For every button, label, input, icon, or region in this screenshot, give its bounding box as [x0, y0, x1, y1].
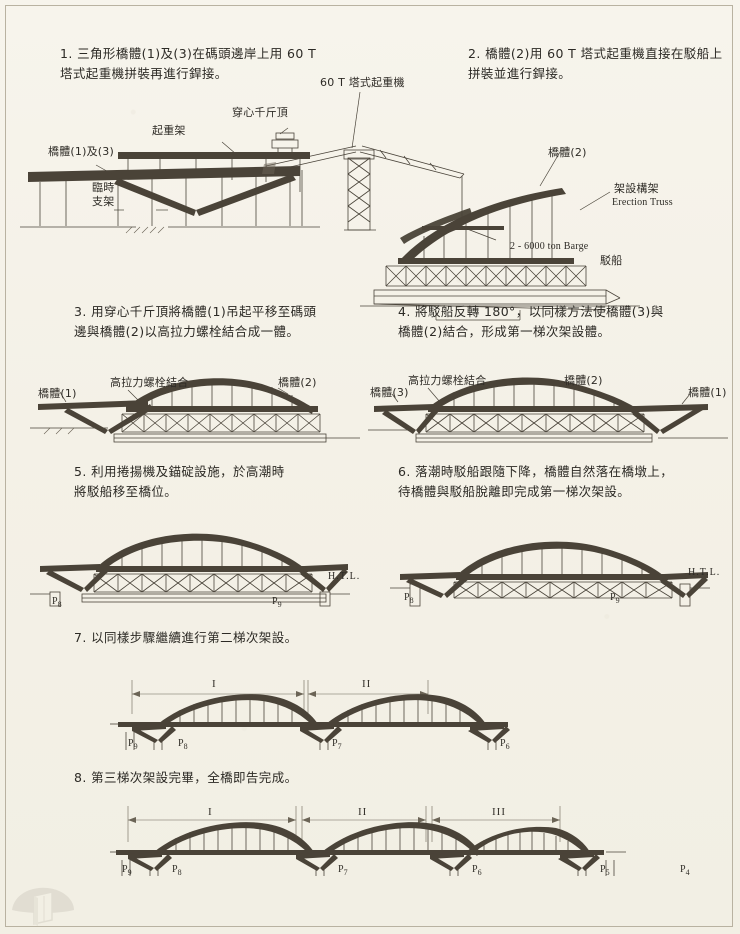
pier-number: 9 — [277, 600, 282, 609]
pier-letter: P — [610, 592, 616, 603]
label-erection-truss-en: Erection Truss — [612, 197, 673, 208]
step-7-caption: 7. 以同樣步驟繼續進行第二梯次架設。 — [74, 628, 474, 648]
pier-number: 6 — [505, 742, 510, 751]
pier-number: 8 — [409, 596, 414, 605]
step8-pier-p9: P9 — [122, 864, 132, 877]
label-tower-crane: 60 T 塔式起重機 — [320, 76, 405, 89]
step-5-caption: 5. 利用捲揚機及錨碇設施，於高潮時 將駁船移至橋位。 — [74, 462, 364, 502]
step-8-text: 第三梯次架設完畢，全橋即告完成。 — [91, 770, 298, 785]
step-5-text: 利用捲揚機及錨碇設施，於高潮時 將駁船移至橋位。 — [74, 464, 285, 499]
step-7-text: 以同樣步驟繼續進行第二梯次架設。 — [91, 630, 298, 645]
step8-pier-p7: P7 — [338, 864, 348, 877]
pier-number: 9 — [127, 868, 132, 877]
step-7-diagram — [110, 680, 510, 750]
label-body-1-and-3: 橋體(1)及(3) — [48, 145, 114, 158]
step3-label-bolt-joint: 高拉力螺栓結合 — [110, 376, 189, 389]
label-barge-zh: 駁船 — [600, 254, 623, 267]
label-lifting-frame: 起重架 — [152, 124, 186, 137]
step5-pier-p9: P9 — [272, 596, 282, 609]
step7-span-I: I — [212, 678, 217, 690]
step-4-text: 將駁船反轉 180°，以同樣方法使橋體(3)與 橋體(2)結合，形成第一梯次架設… — [398, 304, 664, 339]
step-5-number: 5. — [74, 464, 87, 479]
pier-letter: P — [500, 738, 506, 749]
pier-number: 6 — [477, 868, 482, 877]
step-8-diagram — [110, 806, 626, 876]
pier-letter: P — [272, 596, 278, 607]
pier-letter: P — [122, 864, 128, 875]
step8-span-III: III — [492, 806, 506, 818]
step-6-caption: 6. 落潮時駁船跟隨下降，橋體自然落在橋墩上， 待橋體與駁船脫離即完成第一梯次架… — [398, 462, 708, 502]
pier-letter: P — [404, 592, 410, 603]
step-1-caption: 1. 三角形橋體(1)及(3)在碼頭邊岸上用 60 T 塔式起重機拼裝再進行銲接… — [60, 44, 340, 84]
step8-pier-p6: P6 — [472, 864, 482, 877]
pier-letter: P — [332, 738, 338, 749]
step8-span-I: I — [208, 806, 213, 818]
label-temporary-support: 臨時 支架 — [92, 181, 115, 208]
book-logo-watermark — [12, 887, 74, 926]
step-3-number: 3. — [74, 304, 87, 319]
pier-number: 7 — [343, 868, 348, 877]
step3-label-body-2: 橋體(2) — [278, 376, 317, 389]
step3-label-body-1: 橋體(1) — [38, 387, 77, 400]
step-1-number: 1. — [60, 46, 73, 61]
step8-pier-p5: P5 — [600, 864, 610, 877]
step4-label-body-1: 橋體(1) — [688, 386, 727, 399]
step-6-number: 6. — [398, 464, 411, 479]
pier-letter: P — [600, 864, 606, 875]
step4-label-body-3: 橋體(3) — [370, 386, 409, 399]
label-center-hole-jack: 穿心千斤頂 — [232, 106, 288, 119]
pier-number: 8 — [177, 868, 182, 877]
step8-pier-p8: P8 — [172, 864, 182, 877]
label-erection-truss-zh: 架設構架 — [614, 182, 659, 195]
step6-pier-p8: P8 — [404, 592, 414, 605]
step7-pier-p6: P6 — [500, 738, 510, 751]
step4-label-body-2: 橋體(2) — [564, 374, 603, 387]
step8-pier-p4: P4 — [680, 864, 690, 877]
step-1-text: 三角形橋體(1)及(3)在碼頭邊岸上用 60 T 塔式起重機拼裝再進行銲接。 — [60, 46, 317, 81]
label-body-2: 橋體(2) — [548, 146, 587, 159]
step-8-number: 8. — [74, 770, 87, 785]
step-7-number: 7. — [74, 630, 87, 645]
pier-number: 8 — [183, 742, 188, 751]
step-3-text: 用穿心千斤頂將橋體(1)吊起平移至碼頭 邊與橋體(2)以高拉力螺栓結合成一體。 — [74, 304, 317, 339]
pier-letter: P — [172, 864, 178, 875]
step5-pier-p8: P8 — [52, 596, 62, 609]
step6-pier-p9: P9 — [610, 592, 620, 605]
step-2-caption: 2. 橋體(2)用 60 T 塔式起重機直接在駁船上 拼裝並進行銲接。 — [468, 44, 738, 84]
pier-letter: P — [178, 738, 184, 749]
pier-letter: P — [472, 864, 478, 875]
label-barge-tonnage: 2 - 6000 ton Barge — [510, 241, 589, 252]
step-4-caption: 4. 將駁船反轉 180°，以同樣方法使橋體(3)與 橋體(2)結合，形成第一梯… — [398, 302, 698, 342]
pier-letter: P — [338, 864, 344, 875]
pier-number: 4 — [685, 868, 690, 877]
step7-pier-p7: P7 — [332, 738, 342, 751]
step-6-text: 落潮時駁船跟隨下降，橋體自然落在橋墩上， 待橋體與駁船脫離即完成第一梯次架設。 — [398, 464, 674, 499]
pier-number: 8 — [57, 600, 62, 609]
pier-number: 7 — [337, 742, 342, 751]
step-8-caption: 8. 第三梯次架設完畢，全橋即告完成。 — [74, 768, 474, 788]
step-5-diagram — [30, 533, 350, 607]
step5-label-htl: H.T.L. — [328, 571, 361, 582]
step7-span-II: II — [362, 678, 372, 690]
step-2-number: 2. — [468, 46, 481, 61]
step7-pier-p8: P8 — [178, 738, 188, 751]
step-4-number: 4. — [398, 304, 411, 319]
step-3-caption: 3. 用穿心千斤頂將橋體(1)吊起平移至碼頭 邊與橋體(2)以高拉力螺栓結合成一… — [74, 302, 364, 342]
step-4-diagram — [368, 377, 728, 443]
step8-span-II: II — [358, 806, 368, 818]
step-3-diagram — [30, 378, 360, 443]
step-1-2-diagram — [20, 91, 640, 321]
pier-number: 9 — [133, 742, 138, 751]
step-2-text: 橋體(2)用 60 T 塔式起重機直接在駁船上 拼裝並進行銲接。 — [468, 46, 723, 81]
pier-letter: P — [128, 738, 134, 749]
pier-number: 5 — [605, 868, 610, 877]
step6-label-htl: H.T.L. — [688, 567, 721, 578]
pier-letter: P — [52, 596, 58, 607]
pier-letter: P — [680, 864, 686, 875]
step-6-diagram — [390, 541, 710, 607]
step4-label-bolt-joint: 高拉力螺栓結合 — [408, 374, 487, 387]
step7-pier-p9: P9 — [128, 738, 138, 751]
pier-number: 9 — [615, 596, 620, 605]
